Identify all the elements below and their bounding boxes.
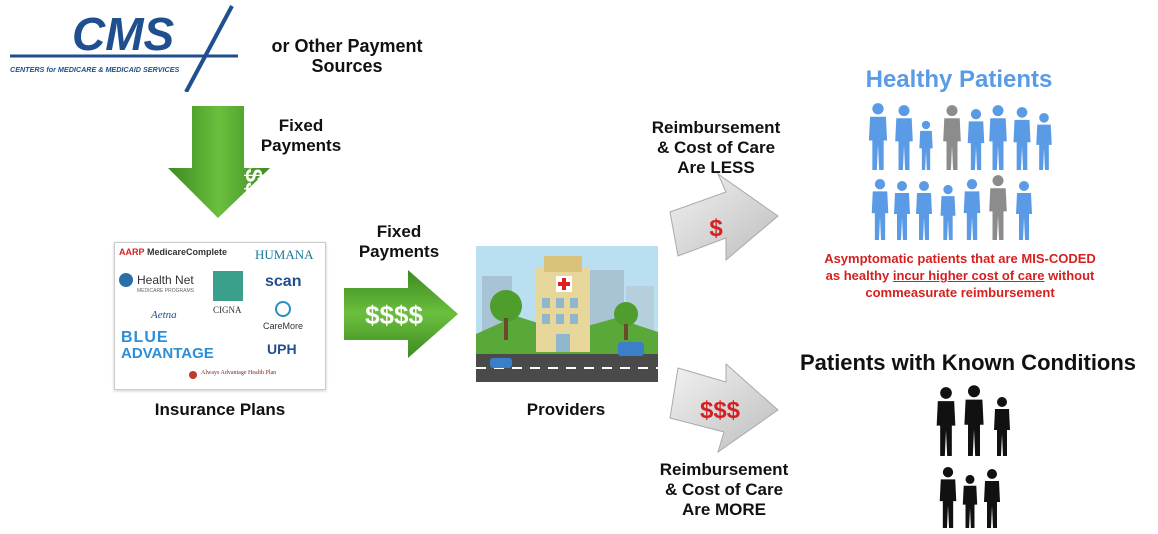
known-person-row1-2: [964, 385, 984, 456]
right-arrow-symbols: $$$$: [365, 300, 423, 330]
down-arrow-green: $$$$$: [168, 106, 270, 218]
insurance-plans-caption: Insurance Plans: [154, 400, 286, 419]
alianza-icon: [189, 371, 197, 379]
known-person-row2-3: [984, 469, 1000, 528]
healthy-person-row1-8: [1036, 112, 1052, 170]
less-branch-arrow: $: [669, 172, 779, 262]
caremore-icon: [275, 301, 291, 317]
humana-logo: HUMANA: [255, 247, 314, 262]
known-person-row1-3: [994, 397, 1010, 456]
insurance-logos-panel: AARP MedicareComplete HUMANA Health Net …: [114, 242, 326, 390]
cms-subtitle: CENTERS for MEDICARE & MEDICAID SERVICES: [10, 65, 180, 74]
healthy-person-row2-7: [1016, 181, 1032, 240]
healthnet-logo: Health Net: [137, 273, 194, 287]
right-arrow-green: $$$$: [344, 270, 458, 358]
advantage-logo: ADVANTAGE: [121, 345, 214, 362]
healthy-person-row2-1: [871, 179, 889, 240]
down-arrow-label: Fixed Payments: [260, 116, 342, 155]
healthnet-sub: MEDICARE PROGRAMS: [137, 288, 194, 294]
healthy-person-row2-3: [916, 181, 932, 240]
cms-logo-graphic: CMS CENTERS for MEDICARE & MEDICAID SERV…: [10, 5, 238, 93]
known-person-row1-1: [936, 387, 956, 456]
healthy-person-row1-6: [989, 105, 1007, 170]
healthy-person-row2-6: [989, 175, 1007, 240]
healthnet-icon: [119, 273, 133, 287]
healthy-patients-silhouettes: [868, 103, 1052, 240]
more-branch-label: Reimbursement & Cost of Care Are MORE: [659, 460, 789, 519]
known-conditions-silhouettes: [936, 385, 1010, 528]
known-person-row2-1: [939, 467, 957, 528]
healthy-person-row1-5: [967, 109, 985, 170]
known-person-row2-2: [962, 474, 978, 528]
cigna-logo: CIGNA: [213, 305, 242, 315]
healthy-person-row2-5: [963, 179, 981, 240]
aetna-logo: Aetna: [151, 309, 177, 321]
healthy-patients-note: Asymptomatic patients that are MIS-CODED…: [824, 251, 1096, 300]
less-branch-symbol: $: [709, 215, 723, 242]
healthy-person-row1-2: [895, 105, 913, 170]
healthy-person-row1-7: [1013, 107, 1031, 170]
providers-hospital-illustration: [476, 246, 658, 382]
cms-logo: CMS CENTERS for MEDICARE & MEDICAID SERV…: [0, 0, 240, 93]
healthy-person-row1-3: [919, 120, 933, 170]
more-branch-arrow: $$$: [669, 362, 779, 454]
uph-logo: UPH: [267, 341, 297, 357]
healthy-person-row1-1: [868, 103, 888, 170]
more-branch-symbol: $$$: [700, 397, 741, 424]
down-arrow-symbols: $$$$$: [240, 129, 267, 196]
other-payment-sources: or Other Payment Sources: [271, 36, 423, 76]
healthy-person-row2-2: [894, 181, 910, 240]
less-branch-label: Reimbursement & Cost of Care Are LESS: [651, 118, 781, 177]
medicare-complete-logo: MedicareComplete: [147, 247, 228, 257]
alianza-logo: Always Advantage Health Plan: [201, 370, 277, 376]
providers-caption: Providers: [526, 400, 606, 419]
blue-logo: BLUE: [121, 329, 169, 346]
aarp-logo: AARP: [119, 247, 145, 257]
caremore-logo: CareMore: [263, 321, 304, 331]
healthy-person-row1-4: [943, 105, 961, 170]
healthy-patients-title: Healthy Patients: [865, 66, 1053, 93]
right-arrow-label: Fixed Payments: [358, 222, 440, 261]
scan-logo: scan: [265, 273, 302, 290]
cigna-tree-icon: [213, 271, 243, 301]
cms-logo-text: CMS: [72, 8, 175, 60]
healthy-person-row2-4: [940, 184, 956, 240]
known-conditions-title: Patients with Known Conditions: [799, 350, 1137, 375]
